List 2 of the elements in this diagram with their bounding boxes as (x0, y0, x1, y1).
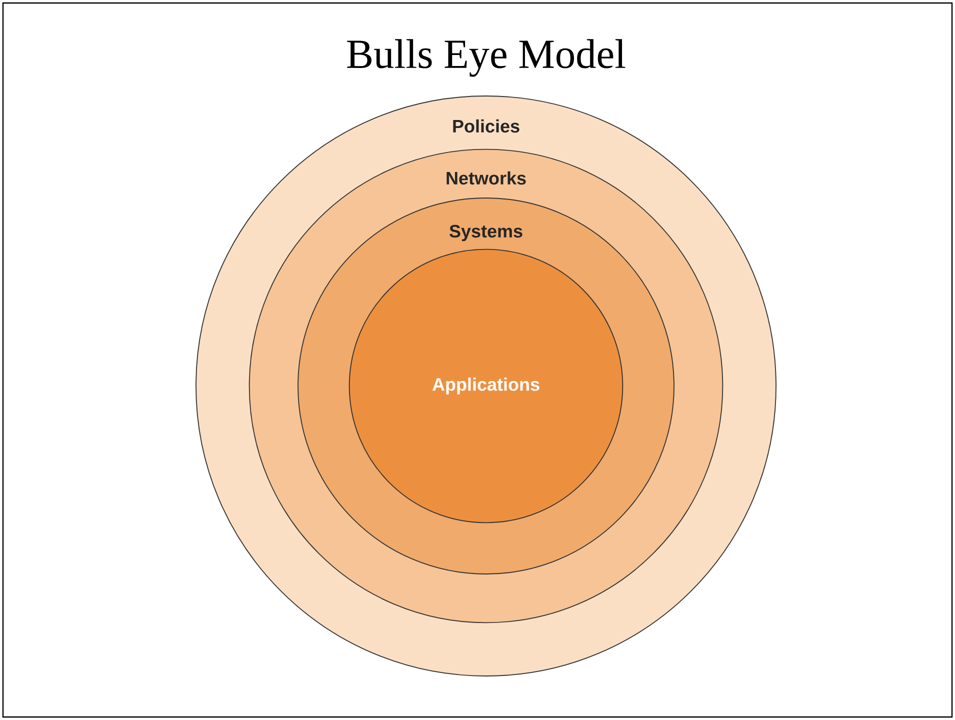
ring: Applications (348, 248, 624, 524)
title: Bulls Eye Model (347, 39, 626, 77)
